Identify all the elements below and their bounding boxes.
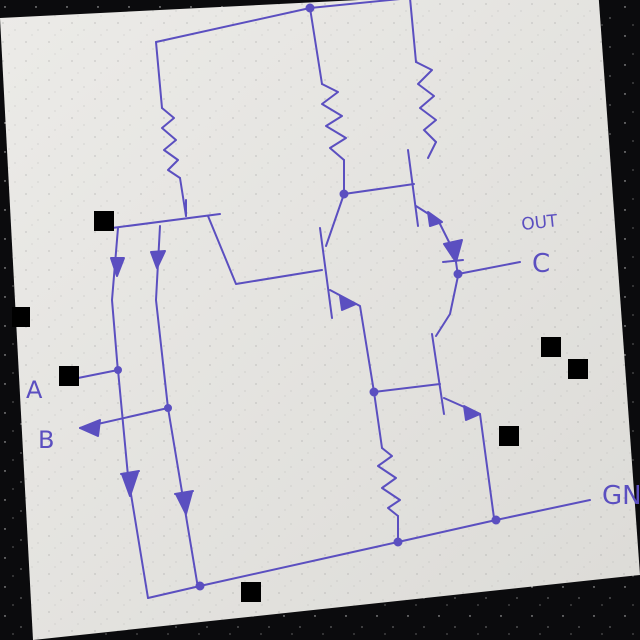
q4-base-wire <box>373 383 441 393</box>
resistor-r3 <box>377 447 401 517</box>
q3-base-bar <box>407 149 419 227</box>
r4-lead-bottom <box>427 141 437 159</box>
r3-lead-top <box>373 391 383 449</box>
q4-base-bar <box>431 333 445 415</box>
redaction-marker-7 <box>241 582 261 602</box>
resistor-r2 <box>321 83 347 161</box>
diode-b <box>174 490 194 515</box>
input-a-wire <box>77 369 119 379</box>
redaction-marker-3 <box>59 366 79 386</box>
input-b-arrow <box>79 419 101 437</box>
emitter-arrow-a <box>110 257 125 277</box>
emitter-arrow-b <box>150 250 166 269</box>
q2-emitter-arrow <box>339 295 357 311</box>
ground-node-1 <box>195 581 205 591</box>
q3-emitter-arrow <box>427 211 443 227</box>
redaction-marker-4 <box>541 337 561 357</box>
redaction-marker-5 <box>568 359 588 379</box>
redaction-marker-1 <box>94 211 114 231</box>
emitter-lead-a <box>111 227 119 373</box>
resistor-r1 <box>161 107 181 179</box>
r1-lead-top <box>155 41 163 109</box>
q4-emitter-arrow <box>463 405 481 421</box>
r2-lead-top <box>309 7 323 85</box>
q2-base-bar <box>319 227 333 319</box>
label-out: OUT <box>520 211 559 235</box>
q1-to-q2-wire <box>207 215 323 285</box>
label-ground: GN <box>602 481 640 511</box>
label-input-b: B <box>38 426 54 454</box>
input-transistor-bar <box>111 213 221 229</box>
output-wire <box>457 261 521 275</box>
q3-to-q4-wire <box>435 275 459 337</box>
resistor-r4 <box>415 61 437 143</box>
q2-collector <box>325 193 345 247</box>
redaction-marker-2 <box>12 307 30 327</box>
diode-a <box>120 470 140 497</box>
redaction-marker-6 <box>499 426 519 446</box>
q2-to-q3-wire <box>343 183 415 195</box>
label-input-a: A <box>26 376 43 404</box>
r4-lead-top <box>409 0 417 63</box>
label-output-c: C <box>532 249 550 279</box>
output-diode <box>442 239 464 263</box>
circuit <box>77 0 591 599</box>
